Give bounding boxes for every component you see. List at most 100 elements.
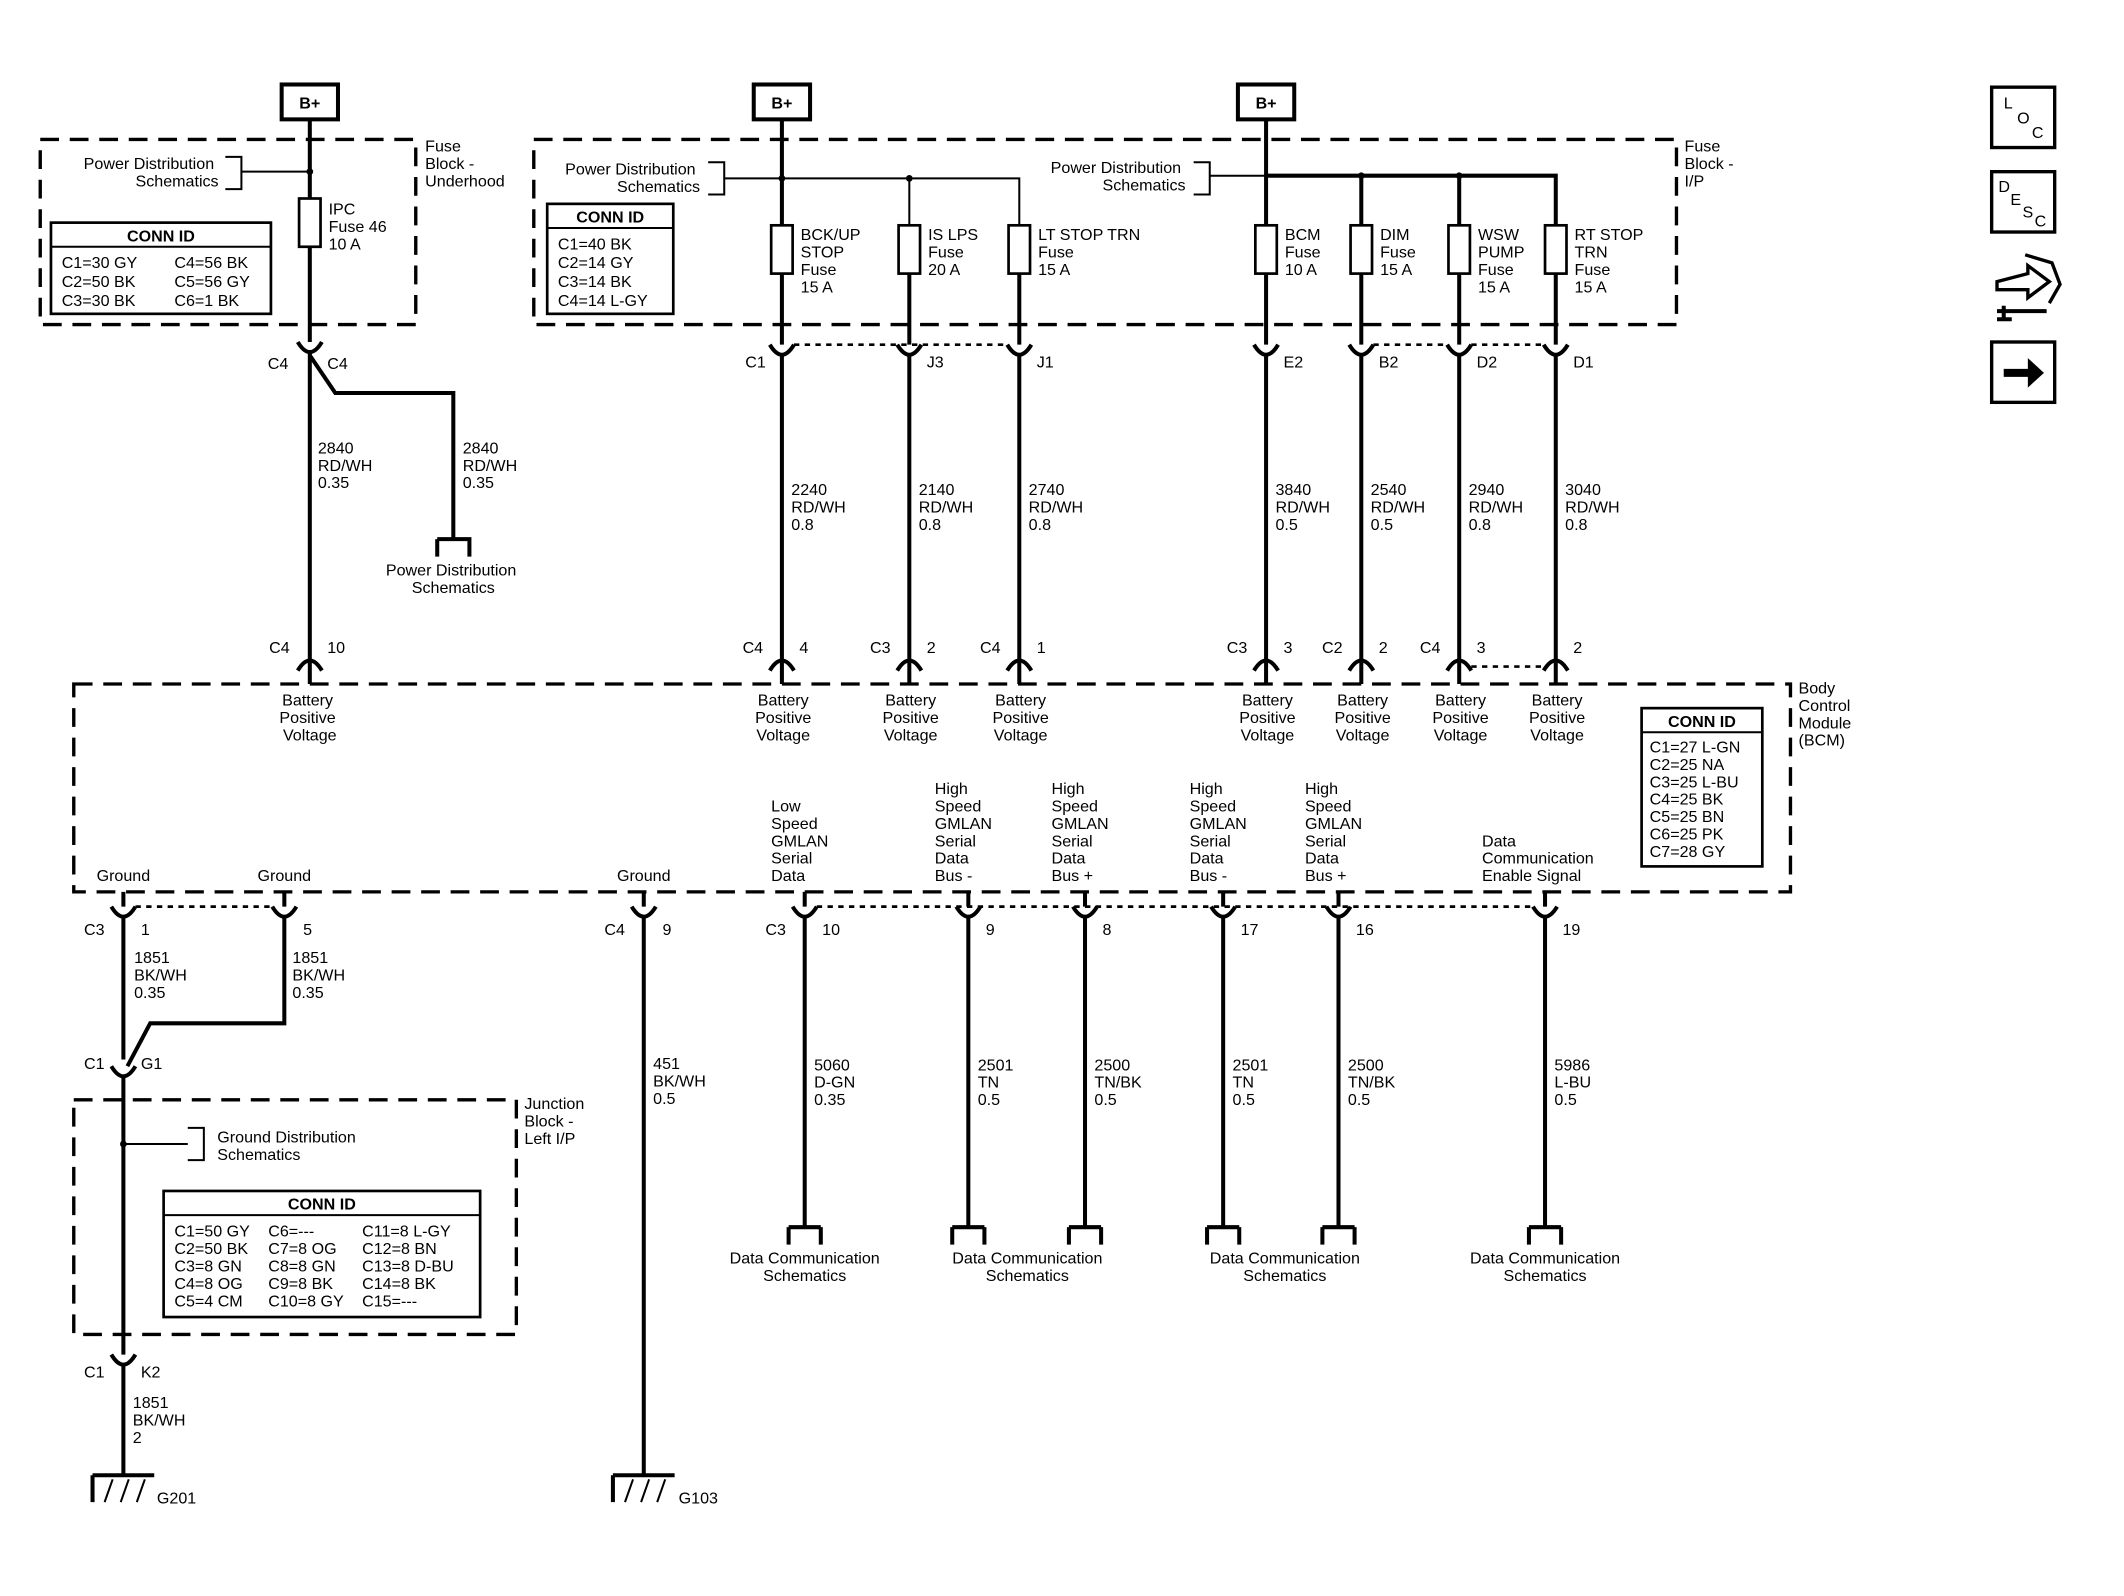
bcm-conn-name: C3	[1227, 639, 1248, 657]
bcm-data-connector[interactable]	[1209, 905, 1237, 919]
junction-connector-c1-g1[interactable]	[109, 1065, 138, 1079]
bcm-connector[interactable]	[768, 658, 796, 672]
fuse-symbol[interactable]	[769, 223, 794, 275]
splice-dot	[905, 175, 913, 182]
gds-destination[interactable]: Ground Distribution Schematics	[217, 1129, 360, 1164]
svg-text:C3=25 L-BU: C3=25 L-BU	[1650, 773, 1739, 791]
fuse-symbol[interactable]	[1254, 223, 1279, 275]
svg-text:C5=25 BN: C5=25 BN	[1650, 808, 1725, 826]
bcm-pin-number: 2	[1573, 639, 1582, 657]
bcm-data-connector[interactable]	[1071, 905, 1099, 919]
ip-bus-left	[781, 177, 1021, 226]
fuse-symbol[interactable]	[1543, 223, 1568, 275]
bcm-connector[interactable]	[1005, 658, 1034, 672]
ground-symbol-g103[interactable]	[610, 1473, 675, 1503]
svg-text:CONN ID: CONN ID	[1668, 713, 1736, 731]
bcm-connector[interactable]	[1252, 658, 1280, 672]
bcm-data-connector[interactable]	[954, 905, 983, 919]
fuse-block-connector[interactable]	[1005, 343, 1034, 357]
junction-bottom-pin: K2	[141, 1363, 161, 1381]
svg-text:D: D	[1998, 178, 2010, 196]
ground-conn-name: C4	[604, 921, 625, 939]
fuse-block-connector[interactable]	[1252, 343, 1280, 357]
bcm-data-connector[interactable]	[1531, 905, 1559, 919]
bcm-pin-number: 4	[799, 639, 808, 657]
data-terminal	[1320, 1225, 1357, 1245]
fuse-block-connector[interactable]	[1541, 343, 1570, 357]
bcm-connector[interactable]	[1347, 658, 1376, 672]
fuse-symbol[interactable]	[897, 223, 922, 275]
svg-text:C4=8 OG: C4=8 OG	[174, 1275, 242, 1293]
fuse-block-underhood-pds-label[interactable]: Power Distribution Schematics	[84, 155, 219, 190]
svg-text:C4=14 L-GY: C4=14 L-GY	[558, 292, 648, 310]
pds-bracket-underhood	[225, 155, 310, 191]
fuse-symbol[interactable]	[1007, 223, 1032, 275]
description-icon[interactable]: D E S C	[1989, 169, 2057, 234]
fuse-block-ip-pds-right[interactable]: Power Distribution Schematics	[1051, 159, 1186, 194]
bcm-data-connector[interactable]	[790, 905, 819, 919]
fuse-block-connector[interactable]	[768, 343, 796, 357]
bcm-ground-connector-5[interactable]	[270, 905, 299, 919]
fuse-block-underhood-label: Fuse Block - Underhood	[425, 138, 505, 191]
bcm-connector[interactable]	[895, 658, 924, 672]
ipc-connector-c4[interactable]	[296, 340, 324, 355]
fuse-block-ip-pds-left[interactable]: Power Distribution Schematics	[565, 160, 700, 195]
bcm-conn-name: C3	[870, 639, 891, 657]
ground-wire-label-a: 1851 BK/WH 0.35	[134, 949, 191, 1002]
bcm-pin-number: 9	[986, 921, 995, 939]
svg-text:C: C	[2035, 213, 2047, 231]
svg-text:O: O	[2017, 109, 2030, 127]
bcm-conn-name: C2	[1322, 639, 1343, 657]
connector-repair-icon[interactable]	[1995, 253, 2062, 322]
ipc-fuse-symbol[interactable]	[297, 197, 322, 249]
bcm-data-connector[interactable]	[1324, 905, 1353, 919]
ip-bus-right	[1266, 173, 1558, 226]
fuse-block-connector[interactable]	[1445, 343, 1473, 357]
svg-text:C1=27 L-GN: C1=27 L-GN	[1650, 738, 1741, 756]
ground-symbol-g201[interactable]	[90, 1473, 155, 1503]
bcm-conn-name: C4	[269, 639, 290, 657]
bcm-pin-number: 2	[1379, 639, 1388, 657]
fuse-block-connector[interactable]	[1347, 343, 1376, 357]
bcm-pin-number: 3	[1477, 639, 1486, 657]
bcm-ground-connector-c3-1[interactable]	[109, 905, 138, 919]
ground-conn-name: C3	[84, 921, 105, 939]
next-arrow-icon[interactable]	[1989, 340, 2057, 405]
svg-text:C: C	[2032, 124, 2044, 142]
bcm-connector[interactable]	[1445, 658, 1473, 672]
fuse-block-underhood-outline	[38, 137, 418, 327]
pds-destination-underhood[interactable]: Power Distribution Schematics	[386, 561, 521, 596]
data-terminal	[1066, 1225, 1104, 1245]
svg-text:C10=8 GY: C10=8 GY	[268, 1292, 344, 1310]
bcm-ground-label-1: Ground	[97, 867, 151, 885]
location-icon[interactable]: L O C	[1989, 85, 2057, 150]
fuse-block-pin: D1	[1573, 353, 1594, 371]
svg-text:C8=8 GN: C8=8 GN	[268, 1257, 335, 1275]
svg-text:C2=14 GY: C2=14 GY	[558, 254, 634, 272]
svg-text:C1=50 GY: C1=50 GY	[174, 1223, 250, 1241]
fuse-symbol[interactable]	[1349, 223, 1374, 275]
bcm-connector[interactable]	[1541, 658, 1570, 672]
junction-top-conn-name: C1	[84, 1055, 105, 1073]
bcm-ground-connector-c4-9[interactable]	[629, 905, 658, 919]
fuse-symbol[interactable]	[1447, 223, 1472, 275]
bcm-connector-c4-10[interactable]	[296, 658, 324, 672]
junction-connector-c1-k2[interactable]	[109, 1353, 138, 1367]
fuse-block-connector[interactable]	[895, 343, 924, 357]
